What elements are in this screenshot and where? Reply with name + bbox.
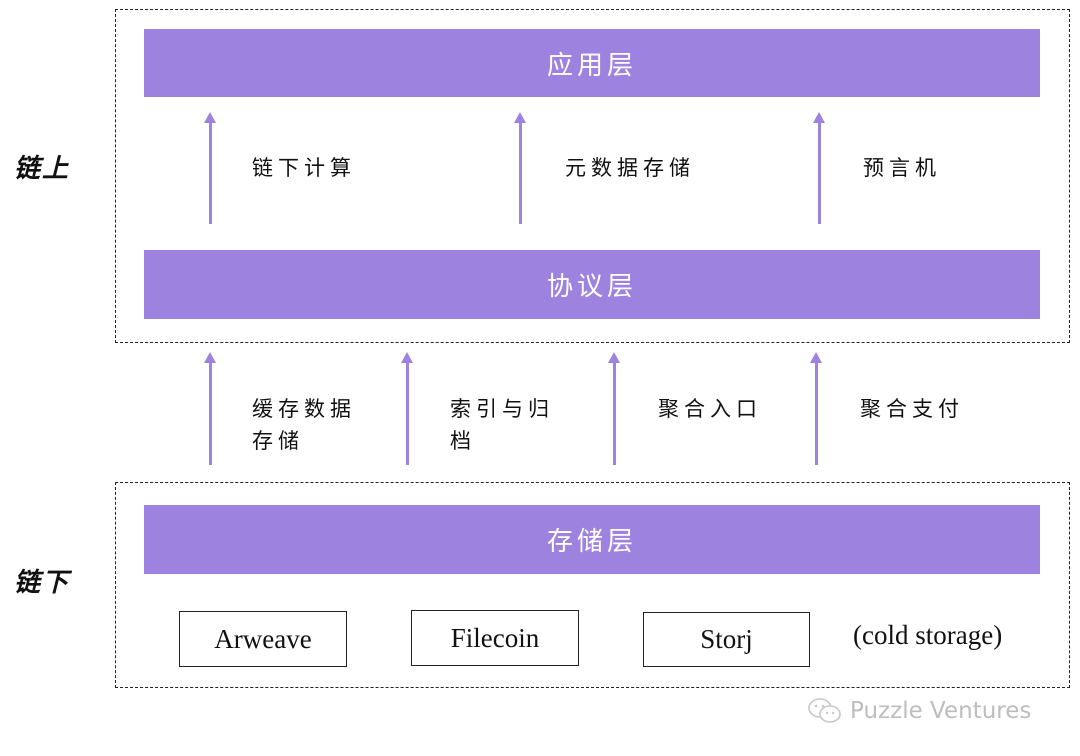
arrow-metadata-storage	[514, 112, 526, 224]
arrow-offchain-compute	[204, 112, 216, 224]
label-oracle: 预言机	[863, 156, 941, 180]
offchain-region	[115, 482, 1070, 688]
storage-layer: 存储层	[144, 505, 1040, 574]
label-offchain-compute: 链下计算	[252, 156, 356, 180]
application-layer: 应用层	[144, 29, 1040, 97]
label-aggregate-payment: 聚合支付	[860, 397, 964, 421]
watermark: Puzzle Ventures	[806, 696, 1031, 726]
onchain-label: 链上	[14, 154, 71, 184]
arrow-cache-storage	[204, 352, 216, 465]
label-index-archive-line2: 档	[450, 429, 476, 453]
node-storj-label: Storj	[700, 624, 753, 654]
label-metadata-storage: 元数据存储	[565, 156, 695, 180]
arrow-aggregate-entry	[608, 352, 620, 465]
application-layer-label: 应用层	[546, 50, 637, 81]
label-cache-storage-line2: 存储	[252, 429, 304, 453]
node-arweave: Arweave	[179, 611, 347, 667]
onchain-region	[115, 9, 1070, 343]
protocol-layer: 协议层	[144, 250, 1040, 319]
node-arweave-label: Arweave	[214, 623, 312, 654]
watermark-text: Puzzle Ventures	[850, 698, 1032, 724]
storage-layer-label: 存储层	[546, 527, 637, 557]
arrow-aggregate-payment	[810, 352, 822, 465]
label-index-archive: 索引与归 档	[450, 393, 554, 457]
arrow-index-archive	[401, 352, 413, 465]
node-filecoin-label: Filecoin	[450, 622, 540, 653]
label-aggregate-entry: 聚合入口	[658, 397, 762, 421]
label-cache-storage-line1: 缓存数据	[252, 397, 356, 421]
node-storj: Storj	[643, 612, 810, 667]
wechat-icon	[808, 698, 841, 723]
offchain-label: 链下	[14, 568, 71, 598]
arrow-oracle	[813, 112, 825, 224]
label-index-archive-line1: 索引与归	[450, 397, 554, 421]
node-filecoin: Filecoin	[411, 610, 579, 666]
cold-storage-note: (cold storage)	[853, 620, 1003, 650]
protocol-layer-label: 协议层	[546, 272, 637, 302]
label-cache-storage: 缓存数据 存储	[252, 393, 356, 457]
